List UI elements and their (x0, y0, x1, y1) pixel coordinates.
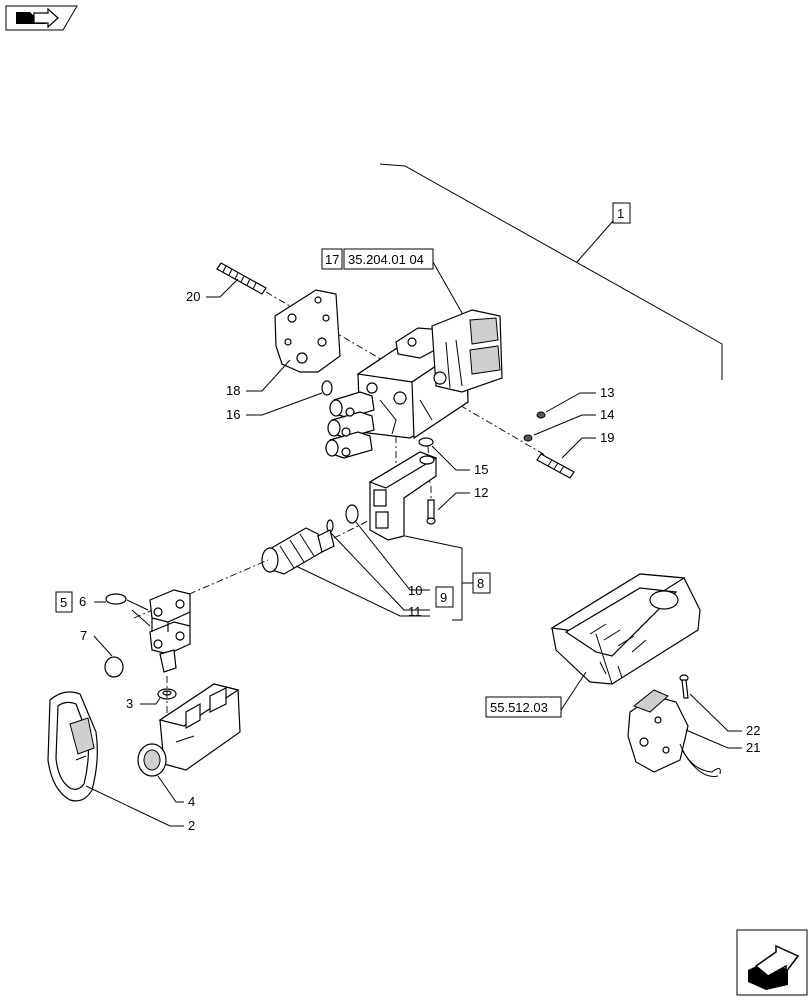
callout-1: 1 (612, 202, 631, 224)
part-2-dust-cap (47, 691, 98, 802)
part-19-stud (536, 453, 575, 479)
book-arrow-icon[interactable] (5, 5, 78, 31)
svg-text:55.512.03: 55.512.03 (490, 700, 548, 715)
callout-6: 6 (79, 594, 86, 609)
callout-8: 8 (472, 572, 491, 594)
reference-35-204-01-04[interactable]: 35.204.01 04 (343, 248, 434, 270)
callout-4: 4 (188, 794, 195, 809)
callout-20: 20 (186, 289, 200, 304)
part-13-ball (536, 411, 546, 419)
callout-18: 18 (226, 383, 240, 398)
callout-12: 12 (474, 485, 488, 500)
svg-text:5: 5 (60, 595, 67, 610)
armrest-control-console (550, 573, 701, 685)
valve-cartridge (261, 527, 335, 575)
port-stack (325, 391, 375, 459)
callout-10: 10 (408, 583, 422, 598)
callout-5: 5 (55, 591, 73, 613)
callout-9: 9 (435, 586, 454, 608)
part-20-stud (216, 262, 267, 295)
reference-55-512-03[interactable]: 55.512.03 (485, 696, 562, 718)
callout-13: 13 (600, 385, 614, 400)
svg-text:35.204.01 04: 35.204.01 04 (348, 252, 424, 267)
callout-16: 16 (226, 407, 240, 422)
svg-text:17: 17 (325, 252, 339, 267)
svg-text:8: 8 (477, 576, 484, 591)
part-15-seal (418, 437, 434, 447)
callout-3: 3 (126, 696, 133, 711)
svg-text:1: 1 (617, 206, 624, 221)
part-6-o-ring (105, 593, 127, 605)
callout-11: 11 (408, 604, 422, 619)
part-22-screw (679, 674, 689, 699)
callout-15: 15 (474, 462, 488, 477)
part-12-screw (426, 499, 436, 525)
callout-19: 19 (600, 430, 614, 445)
part-4-quick-coupler (137, 683, 241, 777)
part-18-gasket-plate (274, 289, 341, 373)
part-7-o-ring (104, 656, 124, 678)
part-5-coupler-block (149, 589, 191, 673)
callout-7: 7 (80, 628, 87, 643)
part-10-o-ring (345, 504, 359, 524)
callout-14: 14 (600, 407, 614, 422)
next-page-arrow-icon[interactable] (736, 929, 808, 996)
part-8-adapter-block (368, 451, 438, 541)
callout-22: 22 (746, 723, 760, 738)
callout-21: 21 (746, 740, 760, 755)
callout-2: 2 (188, 818, 195, 833)
callout-17: 17 (321, 248, 343, 270)
part-16-o-ring (321, 380, 333, 396)
part-21-switch (627, 689, 721, 777)
control-valve-section (325, 309, 503, 459)
svg-text:9: 9 (440, 590, 447, 605)
part-14-ball (523, 434, 533, 442)
